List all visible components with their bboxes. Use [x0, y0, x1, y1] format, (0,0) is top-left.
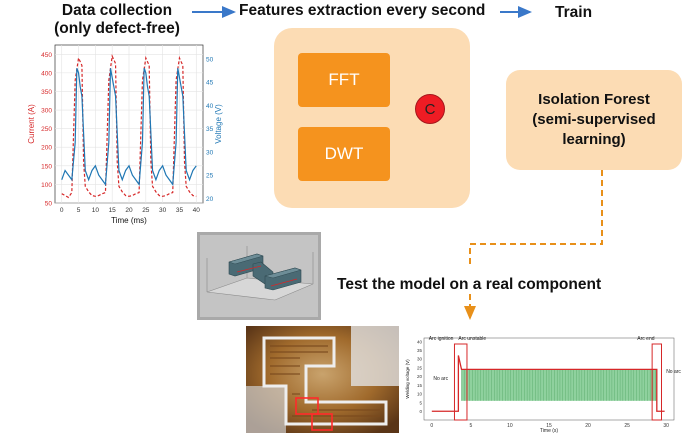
y-axis-label: Welding voltage (V)	[405, 359, 410, 399]
no-arc-signal-line	[431, 355, 665, 412]
x-tick-label: 20	[125, 207, 133, 214]
defect-free-subtitle: (only defect-free)	[54, 20, 180, 37]
arc-ignition-annotation: Arc ignition	[429, 336, 454, 342]
no-arc-right-annotation: No arc	[666, 369, 681, 375]
y-tick-label: 35	[417, 348, 423, 353]
x-tick-label: 35	[176, 207, 184, 214]
y-left-tick-label: 400	[41, 70, 52, 77]
arc-unstable-annotation: Arc unstable	[458, 336, 486, 342]
concat-node: C	[415, 94, 445, 124]
dwt-block: DWT	[298, 127, 390, 181]
welding-voltage-chart: 0 5 10 15 20 25 30 0 5 10 15 20 25 30 35 40 Arc ignition…	[405, 336, 681, 434]
x-tick-label: 15	[109, 207, 117, 214]
test-model-heading: Test the model on a real component	[337, 276, 602, 293]
y-left-tick-label: 300	[41, 108, 52, 115]
y-right-tick-label: 35	[206, 126, 214, 133]
x-tick-label: 0	[60, 207, 64, 214]
y-tick-label: 25	[417, 365, 423, 370]
y-right-tick-label: 40	[206, 103, 214, 110]
y-left-tick-label: 350	[41, 89, 52, 96]
y-tick-label: 30	[417, 357, 423, 362]
y-tick-label: 10	[417, 392, 423, 397]
x-tick-label: 25	[624, 423, 630, 429]
y-right-tick-label: 50	[206, 56, 214, 63]
y-left-tick-label: 100	[41, 182, 52, 189]
x-tick-label: 15	[546, 423, 552, 429]
x-axis-label: Time (s)	[540, 428, 558, 434]
y-left-tick-label: 150	[41, 163, 52, 170]
x-tick-label: 20	[585, 423, 591, 429]
real-component-photo	[246, 326, 399, 433]
data-collection-heading: Data collection (only defect-free)	[28, 2, 206, 38]
arc-end-highlight	[651, 343, 662, 421]
y-tick-label: 15	[417, 383, 423, 388]
arc-unstable-highlight	[453, 343, 468, 421]
component-3d-plot	[197, 232, 321, 320]
x-tick-label: 10	[92, 207, 100, 214]
fft-block: FFT	[298, 53, 390, 107]
x-tick-label: 40	[193, 207, 201, 214]
x-tick-label: 0	[430, 423, 433, 429]
x-axis-label: Time (ms)	[111, 216, 147, 225]
y-right-tick-label: 20	[206, 196, 214, 203]
x-tick-label: 25	[142, 207, 150, 214]
x-tick-label: 30	[663, 423, 669, 429]
train-heading: Train	[555, 4, 593, 21]
y-right-tick-label: 45	[206, 80, 214, 87]
current-voltage-chart: 0 5 10 15 20 25 30 35 40 50 100 150 200 250 300 350 400 4…	[27, 44, 223, 225]
x-tick-label: 30	[159, 207, 167, 214]
y-tick-label: 5	[419, 400, 422, 405]
y-left-tick-label: 200	[41, 145, 52, 152]
component-shape	[228, 253, 302, 291]
y-tick-label: 0	[419, 409, 422, 414]
features-extraction-heading: Features extraction every second	[239, 2, 486, 19]
current-series-line	[61, 54, 197, 199]
defect-highlight-box	[295, 397, 319, 415]
data-collection-title: Data collection	[61, 2, 173, 19]
y-tick-label: 40	[417, 339, 423, 344]
y-left-axis-label: Current (A)	[27, 104, 36, 144]
x-tick-label: 10	[507, 423, 513, 429]
voltage-series-line	[61, 68, 197, 187]
arc-end-annotation: Arc end	[637, 336, 654, 342]
y-left-tick-label: 50	[45, 201, 53, 208]
y-left-tick-label: 450	[41, 52, 52, 59]
x-tick-label: 5	[469, 423, 472, 429]
no-arc-left-annotation: No arc	[433, 376, 448, 382]
x-tick-label: 5	[77, 207, 81, 214]
y-right-tick-label: 25	[206, 173, 214, 180]
y-right-axis-label: Voltage (V)	[214, 104, 223, 144]
y-tick-label: 20	[417, 374, 423, 379]
model-to-test-dashed-line	[469, 170, 603, 268]
y-right-tick-label: 30	[206, 149, 214, 156]
isolation-forest-box: Isolation Forest (semi-supervised learni…	[506, 70, 682, 170]
stable-arc-band	[461, 369, 657, 401]
y-left-tick-label: 250	[41, 126, 52, 133]
